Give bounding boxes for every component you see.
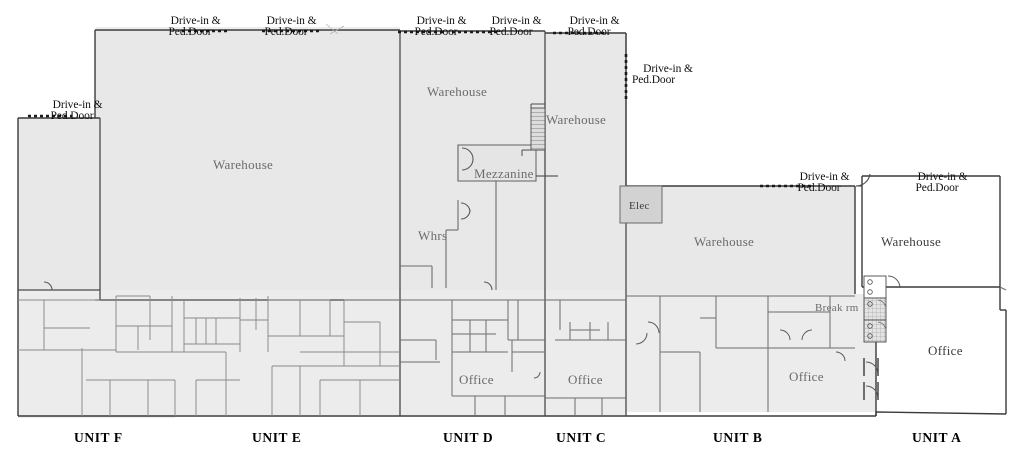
building-fill-areas	[18, 30, 876, 418]
door-callout-unit-a-1: Drive-in &Ped.Door	[915, 170, 968, 194]
door-callout-unit-e-1: Drive-in &Ped.Door	[168, 14, 221, 38]
room-label-elec: Elec	[629, 200, 650, 212]
unit-label-b: UNIT B	[713, 430, 763, 445]
door-callout-unit-c-1: Drive-in &Ped.Door	[567, 14, 620, 38]
room-label-warehouse-c: Warehouse	[546, 112, 607, 127]
room-label-office-d: Office	[459, 372, 494, 387]
unit-label-e: UNIT E	[252, 430, 302, 445]
unit-ef-office-interior	[18, 295, 400, 416]
door-callout-unit-f-west: Drive-in &Ped.Door	[50, 98, 103, 122]
restroom-core	[863, 275, 901, 400]
room-label-office-c: Office	[568, 372, 603, 387]
elec-room	[619, 185, 663, 224]
room-label-warehouse-a: Warehouse	[881, 234, 942, 249]
unit-label-d: UNIT D	[443, 430, 494, 445]
unit-label-a: UNIT A	[912, 430, 962, 445]
unit-d-office-interior	[400, 299, 545, 416]
unit-label-c: UNIT C	[556, 430, 607, 445]
room-label-warehouse-b: Warehouse	[694, 234, 755, 249]
door-callout-unit-d-1: Drive-in &Ped.Door	[414, 14, 467, 38]
door-callout-unit-e-2: Drive-in &Ped.Door	[264, 14, 317, 38]
unit-a-interior	[999, 286, 1007, 291]
room-label-warehouse-d: Warehouse	[427, 84, 488, 99]
unit-c-interior	[545, 299, 626, 416]
unit-a-entry-door	[855, 173, 871, 187]
stairs	[521, 103, 546, 156]
room-label-whrs: Whrs	[418, 228, 448, 243]
sketch-marks	[96, 23, 400, 35]
overhead-door-marks	[28, 29, 814, 188]
room-label-office-a: Office	[928, 343, 963, 358]
door-callout-unit-d-2: Drive-in &Ped.Door	[489, 14, 542, 38]
room-label-office-b: Office	[789, 369, 824, 384]
door-callout-unit-c-east: Drive-in &Ped.Door	[632, 62, 693, 86]
room-label-mezzanine: Mezzanine	[474, 166, 534, 181]
unit-b-interior	[626, 295, 855, 412]
room-label-warehouse-f: Warehouse	[213, 157, 274, 172]
room-label-break-room: Break rm	[815, 302, 859, 314]
door-callout-unit-b-1: Drive-in &Ped.Door	[797, 170, 850, 194]
unit-label-f: UNIT F	[74, 430, 123, 445]
unit-d-interior	[43, 144, 558, 291]
